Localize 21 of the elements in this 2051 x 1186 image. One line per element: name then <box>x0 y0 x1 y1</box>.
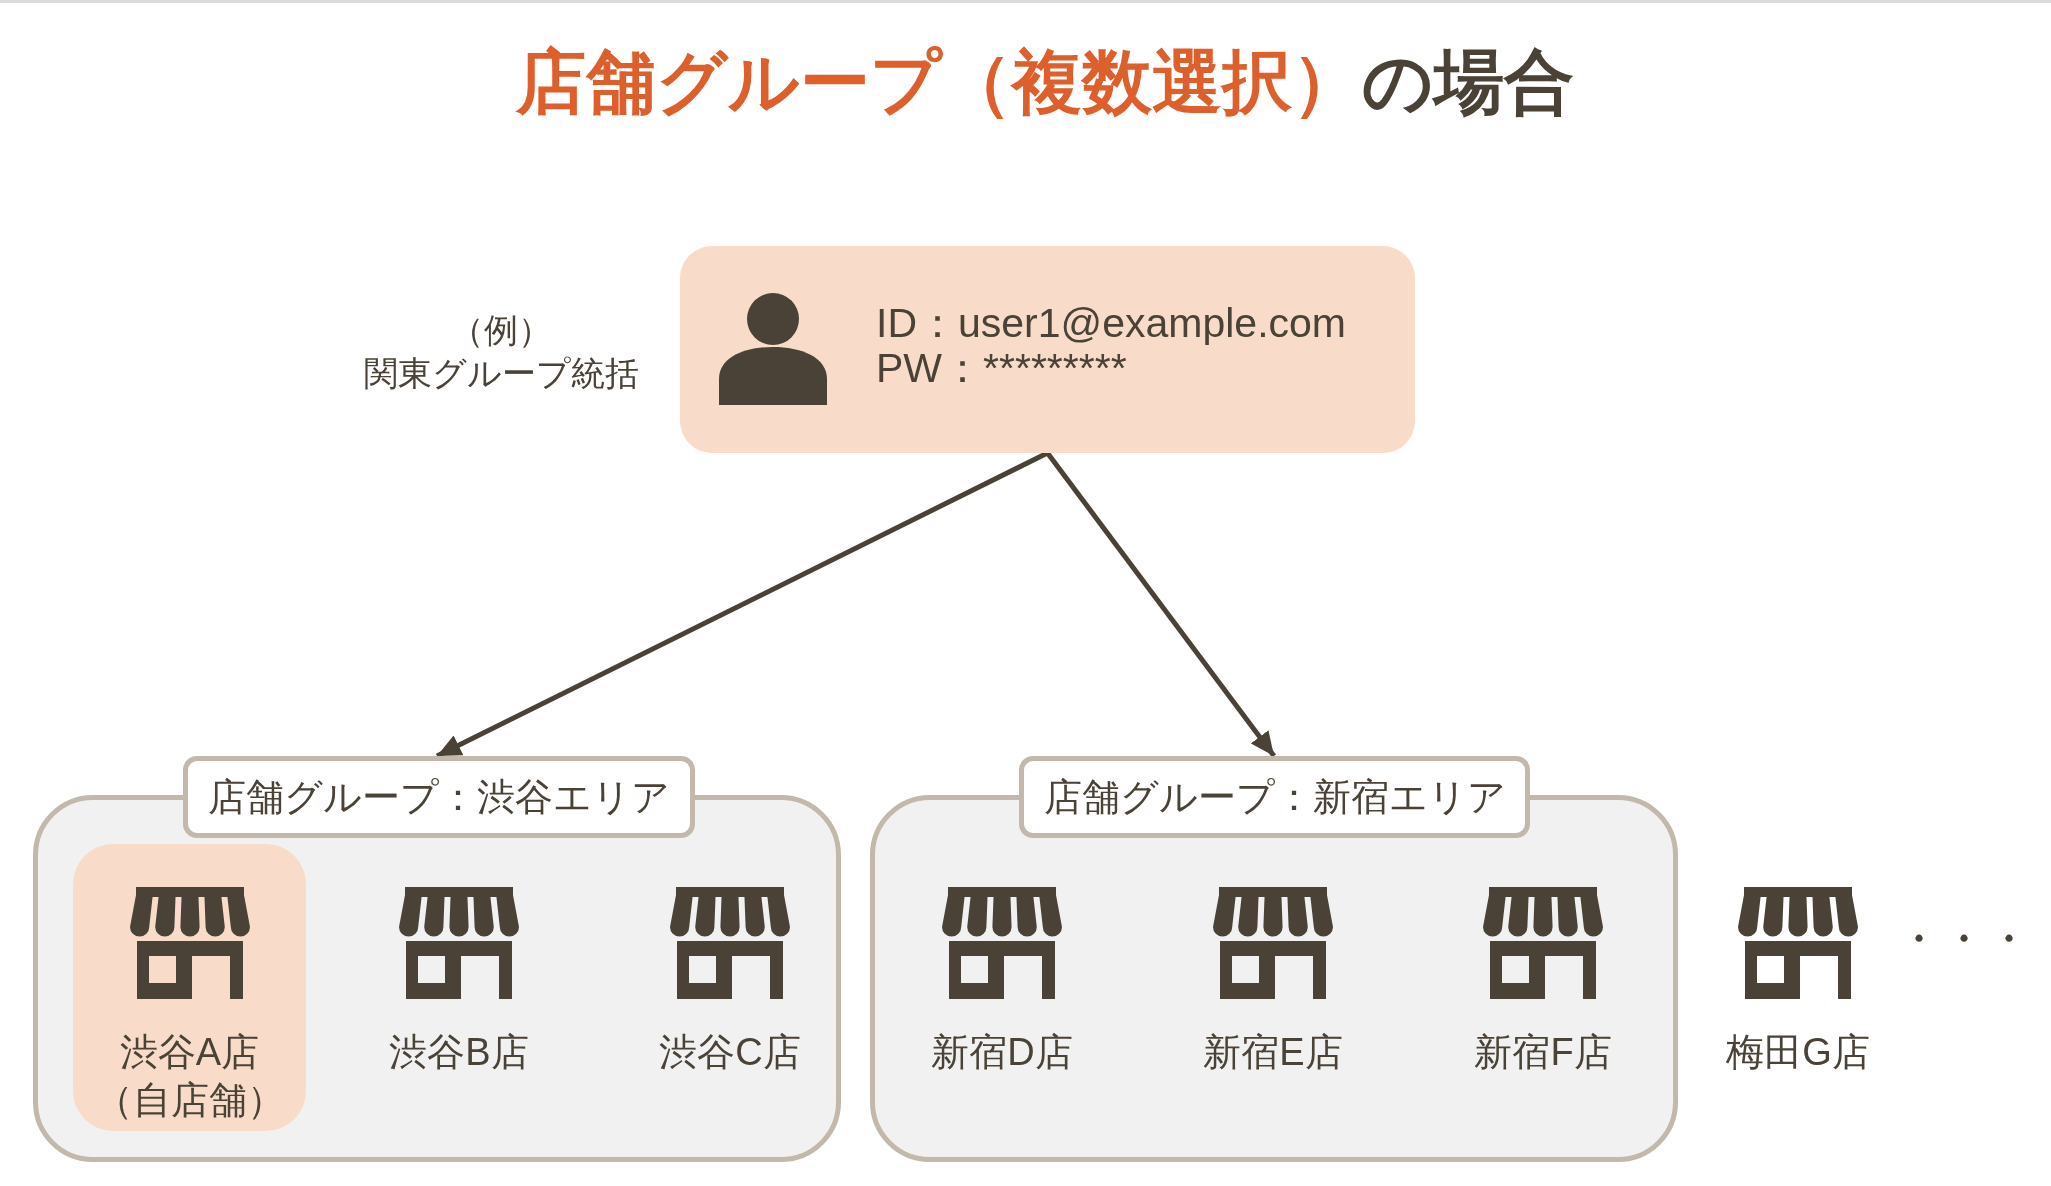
credential-text: ID：user1@example.com <box>876 300 1346 346</box>
highlighted-store <box>73 844 306 1131</box>
arrow <box>1045 451 1276 758</box>
store-name: （自店舗） <box>94 1078 285 1123</box>
store-name: 渋谷C店 <box>659 1030 801 1075</box>
store-group <box>870 756 1678 1162</box>
store-group <box>33 756 841 1162</box>
store-name: 梅田G店 <box>1726 1030 1870 1075</box>
store-name: 渋谷B店 <box>389 1030 529 1075</box>
store-name: 新宿D店 <box>931 1030 1073 1075</box>
diagram-title: 店舗グループ（複数選択）の場合 <box>516 42 1574 123</box>
node-caption: 関東グループ統括 <box>363 353 639 394</box>
store-name: 渋谷A店 <box>119 1030 260 1075</box>
credential-text: PW：********* <box>876 345 1127 391</box>
group-heading: 店舗グループ：渋谷エリア <box>183 756 695 838</box>
node-caption: （例） <box>450 310 552 351</box>
store-name: 新宿E店 <box>1203 1030 1343 1075</box>
store-name: 新宿F店 <box>1474 1030 1612 1075</box>
ellipsis: ・・・ <box>1896 912 2031 966</box>
account-card <box>680 246 1415 453</box>
group-heading: 店舗グループ：新宿エリア <box>1019 756 1530 838</box>
